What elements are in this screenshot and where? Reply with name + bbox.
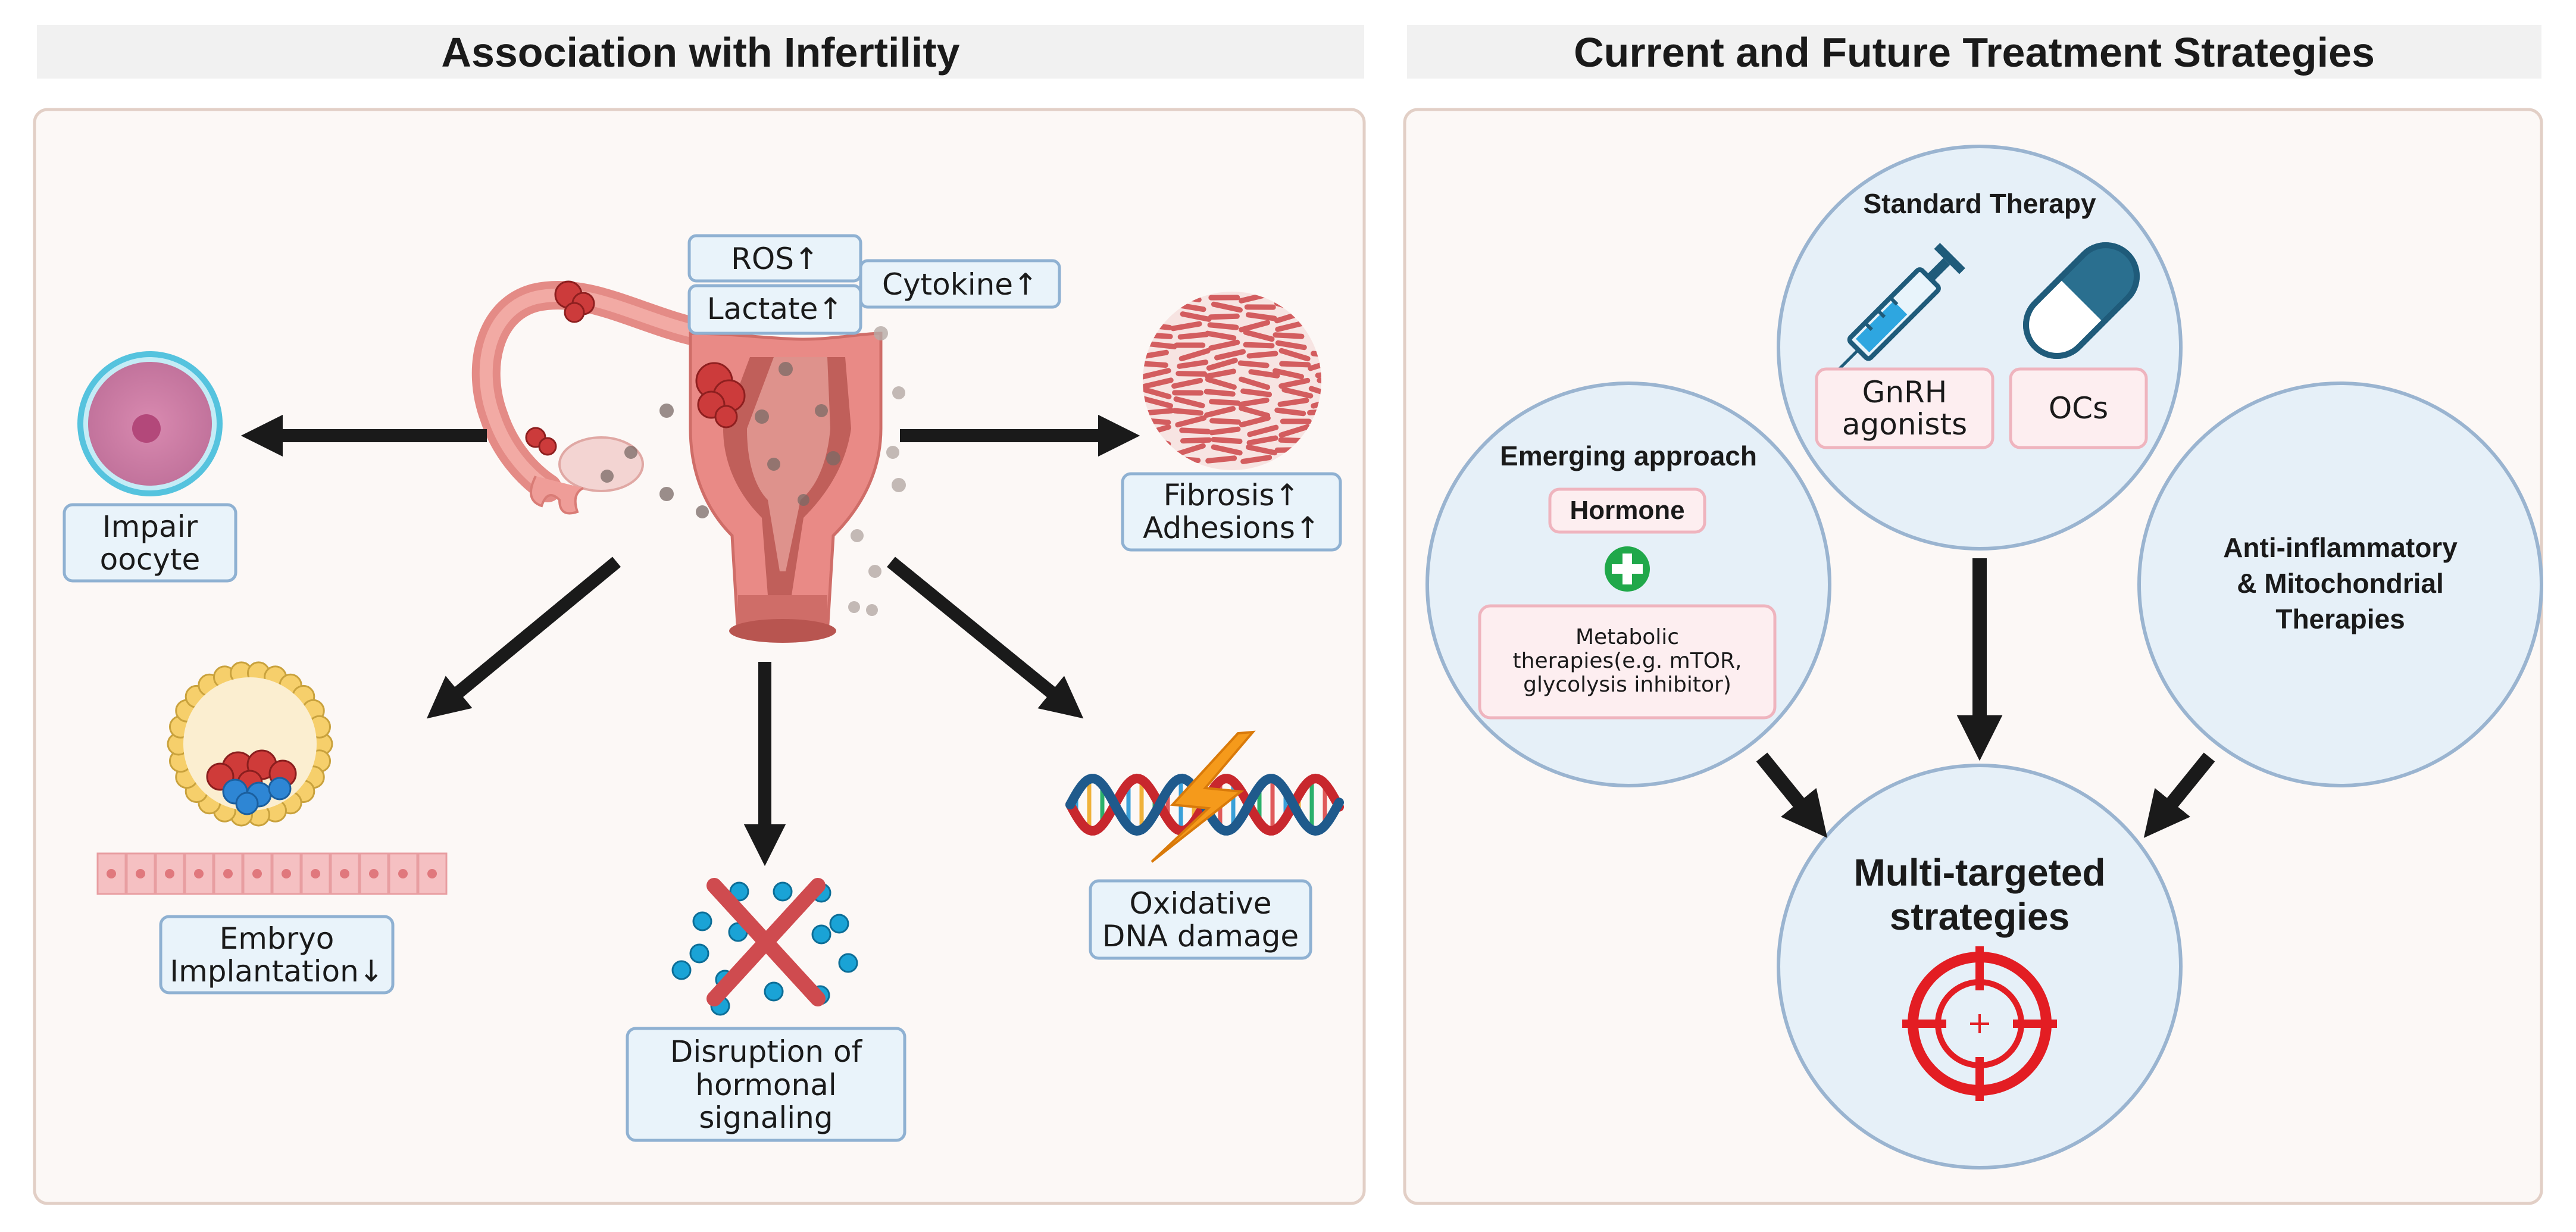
standard-therapy-circle: Standard Therapy GnRH agonists OCs — [1777, 145, 2183, 551]
marker-ros: ROS↑ — [687, 234, 862, 283]
multi-targeted-circle: Multi-targeted strategies — [1777, 764, 2183, 1170]
svg-text:Lactate↑: Lactate↑ — [707, 292, 843, 326]
svg-text:therapies(e.g. mTOR,: therapies(e.g. mTOR, — [1513, 649, 1742, 673]
arrow-emerging-to-multi — [1756, 752, 1828, 838]
svg-text:agonists: agonists — [1842, 407, 1967, 442]
svg-text:glycolysis inhibitor): glycolysis inhibitor) — [1523, 673, 1731, 697]
embryo-icon — [96, 661, 448, 895]
svg-text:Hormone: Hormone — [1570, 496, 1684, 525]
standard-therapy-title: Standard Therapy — [1863, 188, 2096, 219]
outcome-fibrosis: Fibrosis↑ Adhesions↑ — [1121, 472, 1342, 552]
svg-text:strategies: strategies — [1890, 895, 2069, 938]
uterus-icon — [471, 280, 906, 643]
arrow-to-embryo — [426, 556, 621, 719]
syringe-icon — [1815, 243, 1965, 393]
arrow-to-dna — [887, 556, 1084, 719]
left-arrows — [240, 414, 1140, 867]
dna-damage-icon — [1065, 730, 1344, 863]
svg-text:oocyte: oocyte — [100, 542, 201, 577]
hormone-box: Hormone — [1548, 487, 1706, 534]
svg-text:Oxidative: Oxidative — [1129, 886, 1271, 921]
svg-text:Embryo: Embryo — [220, 921, 334, 956]
svg-text:Impair: Impair — [102, 509, 198, 544]
svg-text:ROS↑: ROS↑ — [731, 242, 819, 276]
arrow-anti-to-multi — [2143, 752, 2215, 838]
svg-text:Disruption of: Disruption of — [670, 1034, 863, 1069]
svg-text:Fibrosis↑: Fibrosis↑ — [1164, 478, 1300, 512]
outcome-dna: Oxidative DNA damage — [1089, 879, 1312, 960]
outcome-hormonal: Disruption of hormonal signaling — [626, 1027, 906, 1142]
svg-text:DNA damage: DNA damage — [1102, 919, 1299, 953]
outcome-embryo: Embryo Implantation↓ — [159, 915, 395, 995]
svg-text:Multi-targeted: Multi-targeted — [1853, 851, 2105, 894]
emerging-approach-circle: Emerging approach Hormone Metabolic ther… — [1425, 382, 1831, 787]
svg-text:signaling: signaling — [699, 1100, 833, 1135]
marker-lactate: Lactate↑ — [687, 284, 862, 335]
svg-text:Cytokine↑: Cytokine↑ — [882, 267, 1038, 302]
left-header: Association with Infertility — [37, 25, 1364, 79]
oocyte-icon — [77, 351, 223, 496]
svg-text:Metabolic: Metabolic — [1575, 625, 1679, 649]
emerging-approach-title: Emerging approach — [1500, 440, 1757, 471]
svg-text:Adhesions↑: Adhesions↑ — [1143, 511, 1320, 545]
svg-text:GnRH: GnRH — [1862, 375, 1947, 409]
target-icon — [1902, 946, 2057, 1101]
svg-text:Therapies: Therapies — [2275, 604, 2405, 634]
hormone-disruption-icon — [671, 878, 858, 1016]
ocs-box: OCs — [2009, 367, 2148, 449]
metabolic-box: Metabolic therapies(e.g. mTOR, glycolysi… — [1478, 604, 1777, 720]
marker-cytokine: Cytokine↑ — [859, 259, 1061, 309]
pill-icon — [2022, 242, 2140, 359]
outcome-oocyte: Impair oocyte — [62, 503, 237, 583]
gnrh-box: GnRH agonists — [1815, 367, 1994, 449]
left-title: Association with Infertility — [441, 29, 959, 76]
anti-inflammatory-circle: Anti-inflammatory & Mitochondrial Therap… — [2137, 382, 2543, 787]
plus-icon — [1605, 546, 1650, 592]
svg-text:OCs: OCs — [2049, 391, 2108, 426]
svg-text:Anti-inflammatory: Anti-inflammatory — [2223, 532, 2458, 563]
svg-text:hormonal: hormonal — [695, 1068, 836, 1102]
right-title: Current and Future Treatment Strategies — [1574, 29, 2375, 76]
svg-text:& Mitochondrial: & Mitochondrial — [2237, 568, 2444, 599]
svg-text:Implantation↓: Implantation↓ — [170, 954, 383, 989]
right-arrows — [1756, 558, 2215, 838]
right-header: Current and Future Treatment Strategies — [1407, 25, 2541, 79]
